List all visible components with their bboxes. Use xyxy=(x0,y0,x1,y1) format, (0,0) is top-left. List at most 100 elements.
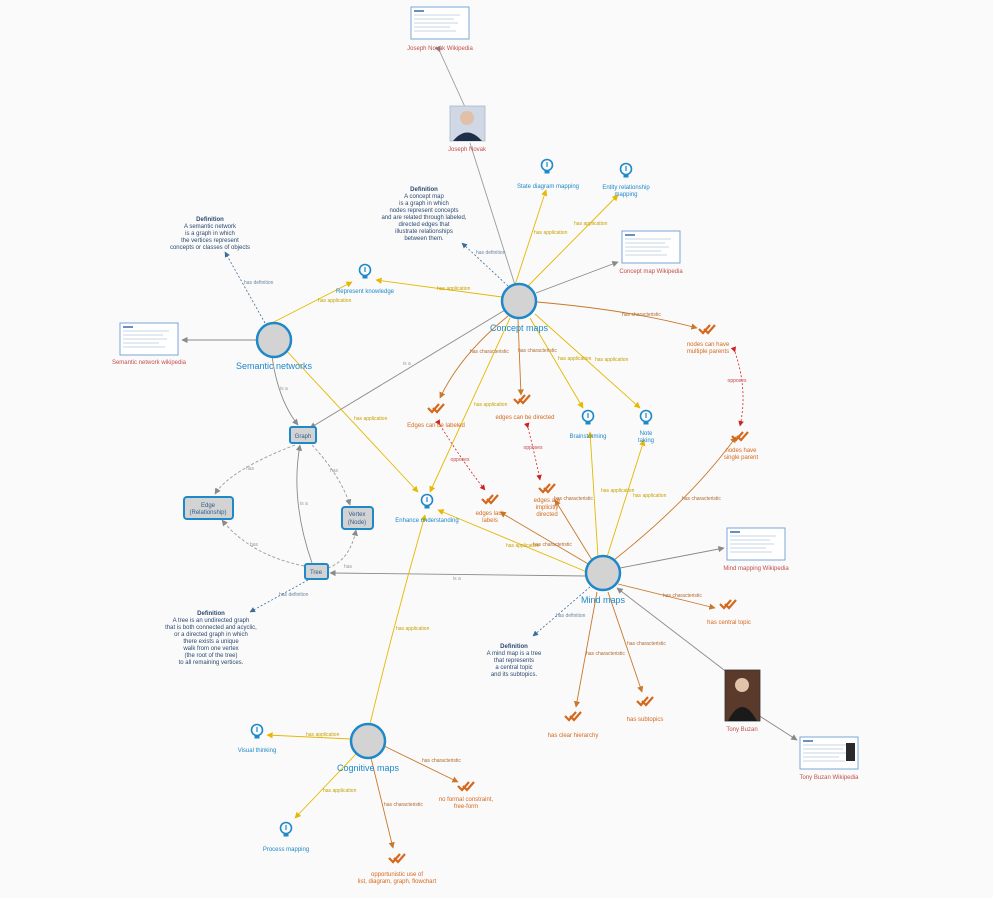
definition-line: directed edges that xyxy=(398,222,449,228)
char-edges-can-be-directed[interactable]: edges can be directed xyxy=(495,393,555,421)
definition-line: A concept map xyxy=(404,194,444,200)
link-buzan-wiki[interactable]: Tony Buzan Wikipedia xyxy=(799,736,859,781)
double-check-icon xyxy=(387,852,407,869)
definition-title: Definition xyxy=(410,187,438,193)
char-no-formal-constraint[interactable]: no formal constraint, free-form xyxy=(439,780,494,810)
link-novak-wiki[interactable]: Joseph Novak Wikipedia xyxy=(407,6,474,52)
link-semantic-network-wiki[interactable]: Semantic network wikipedia xyxy=(112,322,187,366)
hub-concept-maps[interactable]: Concept maps xyxy=(490,282,549,333)
edge-label: is a xyxy=(453,576,461,582)
link-mind-mapping-wiki[interactable]: Mind mapping Wikipedia xyxy=(723,527,789,572)
char-multiple-parents[interactable]: nodes can have multiple parents xyxy=(687,323,730,355)
link-label[interactable]: Semantic network wikipedia xyxy=(112,360,187,366)
char-edges-implicitly-directed[interactable]: edges are implicitly directed xyxy=(534,482,561,518)
definition-line: and are related through labeled, xyxy=(381,215,466,221)
link-label[interactable]: Joseph Novak Wikipedia xyxy=(407,46,473,52)
definition-line: that is both connected and acyclic, xyxy=(165,625,257,631)
edge-mind-implicit xyxy=(554,499,593,561)
lightbulb-icon xyxy=(619,162,633,179)
char-single-parent[interactable]: nodes have single parent xyxy=(724,430,759,461)
edge-tree-graph xyxy=(295,444,313,564)
char-central-topic[interactable]: has central topic xyxy=(707,598,751,626)
box-edge[interactable]: Edge (Relationship) xyxy=(183,496,234,520)
char-edges-can-be-labeled[interactable]: Edges can be labeled xyxy=(407,402,465,429)
edge-concept-wiki xyxy=(535,261,619,294)
edge-label: opposes xyxy=(451,457,470,463)
definition-line: concepts or classes of objects xyxy=(170,245,250,251)
person-buzan[interactable]: Tony Buzan xyxy=(724,669,761,733)
hub-semantic-networks[interactable]: Semantic networks xyxy=(236,321,313,371)
char-opportunistic[interactable]: opportunistic use of list, diagram, grap… xyxy=(358,852,437,885)
link-label[interactable]: Tony Buzan Wikipedia xyxy=(799,775,859,781)
link-label[interactable]: Mind mapping Wikipedia xyxy=(723,566,789,572)
edge-semantic-enhance xyxy=(282,346,419,493)
edge-cognitive-enhance xyxy=(369,514,427,725)
app-label: mapping xyxy=(614,192,637,198)
edge-label: has xyxy=(250,542,259,548)
edge-graph-vertex xyxy=(311,444,352,506)
definition-line: nodes represent concepts xyxy=(389,208,458,214)
lightbulb-icon xyxy=(279,821,293,838)
person-novak[interactable]: Joseph Novak xyxy=(448,105,487,153)
edge-label: has application xyxy=(318,298,352,304)
edge-mind-tree xyxy=(329,569,587,577)
char-label: edges can be directed xyxy=(495,415,554,421)
webpage-thumbnail-icon xyxy=(726,527,786,561)
edge-tree-vertex xyxy=(327,529,358,569)
app-state-diagram[interactable]: State diagram mapping xyxy=(517,158,579,191)
definition-line: (the root of the tree) xyxy=(184,653,237,659)
hub-label: Cognitive maps xyxy=(337,763,400,773)
lightbulb-icon xyxy=(581,409,595,426)
hub-cognitive-maps[interactable]: Cognitive maps xyxy=(337,722,400,773)
app-entity-relationship[interactable]: Entity relationship mapping xyxy=(602,162,650,199)
double-check-icon xyxy=(426,402,446,419)
edge-mind-subtopics xyxy=(607,591,644,693)
hub-circle[interactable] xyxy=(349,722,387,760)
edge-label: has characteristic xyxy=(663,593,702,599)
app-process-mapping[interactable]: Process mapping xyxy=(263,821,309,854)
char-label: edges lack xyxy=(476,511,506,517)
portrait-suit xyxy=(453,132,482,141)
edge-label: has characteristic xyxy=(554,496,593,502)
definition-line: is a graph in which xyxy=(185,231,235,237)
link-concept-map-wiki[interactable]: Concept map Wikipedia xyxy=(619,230,683,275)
hub-circle[interactable] xyxy=(500,282,538,320)
definition-line: the vertices represent xyxy=(181,238,239,244)
definition-line: a central topic xyxy=(495,665,532,671)
lightbulb-icon xyxy=(540,158,554,175)
char-edges-lack-labels[interactable]: edges lack labels xyxy=(476,493,506,524)
hub-mind-maps[interactable]: Mind maps xyxy=(581,554,626,605)
app-label: Entity relationship xyxy=(602,185,650,191)
app-represent-knowledge[interactable]: Represent knowledge xyxy=(336,263,395,296)
edge-opp-parents xyxy=(730,346,744,427)
edge-label: has definition xyxy=(279,592,309,598)
app-note-taking[interactable]: Note taking xyxy=(638,409,654,445)
edge-semantic-def xyxy=(224,251,266,324)
edge-semantic-represent xyxy=(269,281,353,325)
thumbnail-photo xyxy=(846,743,855,761)
char-subtopics[interactable]: has subtopics xyxy=(627,695,664,723)
app-visual-thinking[interactable]: Visual thinking xyxy=(238,723,277,755)
person-label: Joseph Novak xyxy=(448,147,487,153)
hub-circle[interactable] xyxy=(255,321,293,359)
app-enhance-understanding[interactable]: Enhance understanding xyxy=(395,493,459,525)
char-clear-hierarchy[interactable]: has clear hierarchy xyxy=(548,710,599,739)
edge-label: has definition xyxy=(556,613,586,619)
box-graph[interactable]: Graph xyxy=(289,426,317,444)
char-label: has clear hierarchy xyxy=(548,733,599,739)
char-label: edges are xyxy=(534,498,561,504)
box-vertex[interactable]: Vertex (Node) xyxy=(341,506,374,530)
app-brainstorming[interactable]: Brainstorming xyxy=(569,409,607,441)
app-label: Represent knowledge xyxy=(336,289,395,295)
edge-concept-represent xyxy=(375,277,503,298)
edge-cognitive-opportunistic xyxy=(370,757,395,849)
definition-title: Definition xyxy=(196,217,224,223)
link-label[interactable]: Concept map Wikipedia xyxy=(619,269,683,275)
box-tree[interactable]: Tree xyxy=(304,563,329,580)
edge-mind-brain xyxy=(587,431,599,558)
hub-circle[interactable] xyxy=(584,554,622,592)
lightbulb-icon xyxy=(639,409,653,426)
app-label: Brainstorming xyxy=(569,434,606,440)
box-label: (Relationship) xyxy=(189,510,226,516)
